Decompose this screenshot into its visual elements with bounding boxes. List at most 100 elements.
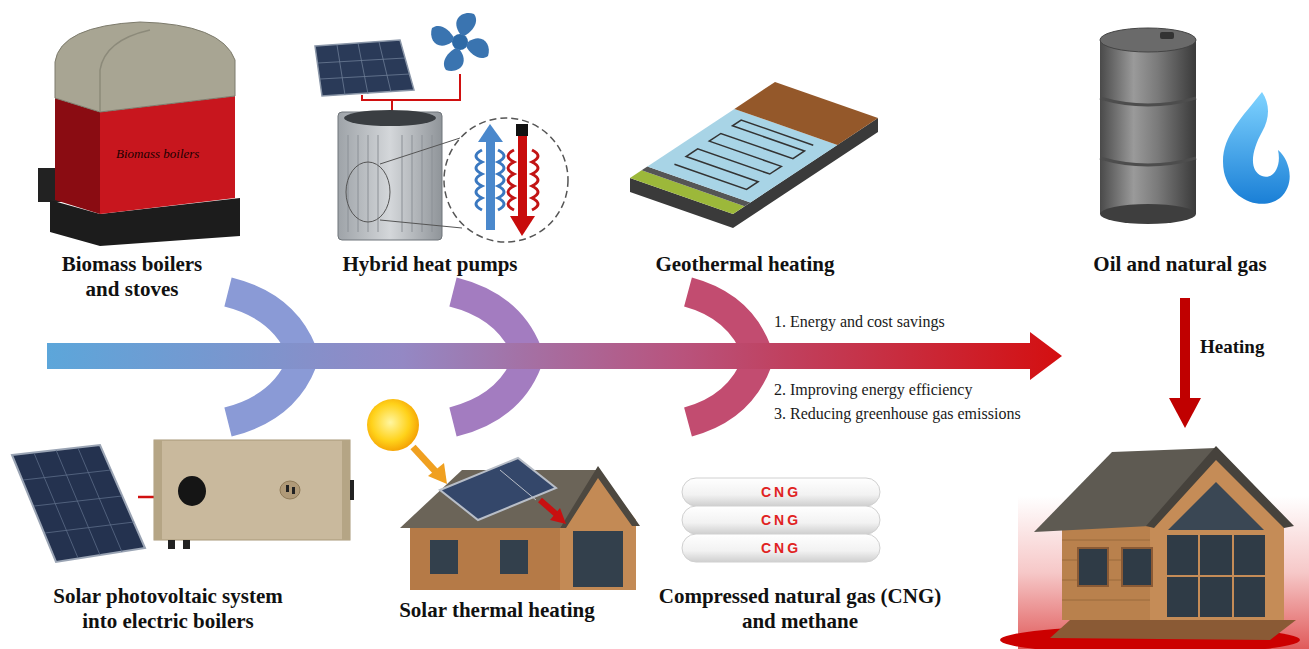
cylinder: [682, 534, 880, 562]
geothermal-slab: [630, 82, 878, 228]
ac-fan-top: [344, 110, 436, 126]
hot-coil: [508, 150, 514, 210]
branch-arc: [453, 362, 527, 422]
pv-grid: [318, 42, 410, 95]
benefit-item: 3. Reducing greenhouse gas emissions: [772, 404, 1023, 423]
boiler-lid-edge: [100, 30, 150, 112]
oil-barrel: [1100, 28, 1196, 224]
ac-grille: [358, 135, 359, 232]
ac-grille: [422, 135, 423, 232]
house-deck: [1050, 620, 1296, 640]
cold-coil: [476, 150, 482, 210]
fan-blade: [456, 13, 476, 36]
technology-caption: Biomass boilers and stoves: [47, 252, 217, 302]
electric-boiler: [154, 440, 350, 540]
zoom-circle: [444, 118, 568, 242]
house-glass: [1166, 534, 1266, 618]
house-window: [1078, 548, 1108, 586]
main-arrow: [47, 332, 1062, 380]
fan-blade: [466, 38, 489, 58]
pv-grid: [379, 42, 391, 92]
valve: [516, 124, 528, 136]
arrow-label: Heating: [1198, 336, 1266, 358]
boiler-lid: [55, 22, 235, 112]
heated-house: [1000, 446, 1309, 649]
caption-text: Solar thermal heating: [362, 598, 632, 623]
cold-coil: [498, 150, 504, 210]
cylinder: [682, 478, 880, 506]
technology-caption: Hybrid heat pumps: [295, 252, 565, 277]
mullions: [1166, 534, 1266, 618]
arrow-shaft: [1180, 298, 1190, 400]
ac-grille: [432, 135, 433, 232]
pv-grid: [358, 43, 368, 94]
cold-arrow: [486, 140, 495, 230]
gas-flame: [1223, 92, 1290, 204]
ac-detail: [346, 162, 390, 222]
printed-label: Biomass boilers: [116, 146, 199, 162]
caption-text: Oil and natural gas: [1055, 252, 1305, 277]
barrel-ridge: [1100, 98, 1196, 105]
branch-arc: [688, 362, 757, 422]
ac-grille: [378, 135, 379, 232]
boiler-front: [100, 96, 235, 214]
arrow-head: [1169, 398, 1201, 428]
slab-top: [630, 82, 878, 214]
boiler-latch: [350, 480, 354, 500]
branch-arc: [228, 362, 302, 422]
flame: [1223, 92, 1290, 204]
pv-boiler: [12, 440, 354, 562]
ac-grille: [402, 135, 403, 232]
boiler-pipe: [183, 540, 190, 549]
technology-caption: Compressed natural gas (CNG) and methane: [645, 584, 955, 634]
mullions: [1166, 575, 1266, 577]
boiler-knob: [292, 487, 295, 494]
pv-grid: [337, 45, 345, 95]
cylinder-label: CNG: [761, 540, 801, 556]
caption-text: Geothermal heating: [610, 252, 880, 277]
cylinder-label: CNG: [761, 484, 801, 500]
caption-text: Solar photovoltaic system into electric …: [37, 584, 299, 634]
fan-blade: [431, 26, 454, 46]
barrel-top: [1100, 28, 1196, 52]
house-window: [500, 540, 528, 574]
sun-ray: [413, 447, 436, 472]
house-eave: [560, 466, 640, 528]
pv-grid: [23, 470, 111, 480]
boiler-side: [55, 98, 100, 214]
sun: [367, 399, 419, 451]
sun-ray-head: [428, 463, 447, 484]
cold-arrow-head: [478, 124, 503, 142]
boiler-pipe: [168, 540, 175, 549]
thermal-panel: [440, 458, 556, 520]
barrel-body: [1100, 40, 1196, 214]
boiler-edge: [154, 440, 162, 540]
fan-blade: [444, 48, 464, 71]
barrel-cap: [1160, 32, 1174, 39]
caption-text: Biomass boilers and stoves: [47, 252, 217, 302]
fan-hub: [452, 34, 468, 50]
technology-caption: Solar thermal heating: [362, 598, 632, 623]
house-window: [430, 540, 458, 574]
pv-grid: [318, 58, 405, 63]
hot-coil: [532, 150, 538, 210]
technology-caption: Oil and natural gas: [1055, 252, 1305, 277]
cng-cylinders: [682, 478, 880, 562]
hot-arrow: [518, 132, 527, 218]
boiler-port: [178, 476, 206, 506]
technology-caption: Solar photovoltaic system into electric …: [37, 584, 299, 634]
cylinder-label: CNG: [761, 512, 801, 528]
heat-arrow-head: [550, 508, 566, 524]
caption-text: Compressed natural gas (CNG) and methane: [645, 584, 955, 634]
hot-arrow-head: [510, 216, 535, 236]
ac-grille: [412, 135, 413, 232]
fan-icon: [431, 13, 489, 71]
gable-glass: [1168, 482, 1264, 530]
wire: [138, 496, 154, 499]
boiler-knob: [286, 485, 289, 492]
biomass-boiler: [38, 22, 240, 246]
panel-line: [500, 470, 536, 500]
